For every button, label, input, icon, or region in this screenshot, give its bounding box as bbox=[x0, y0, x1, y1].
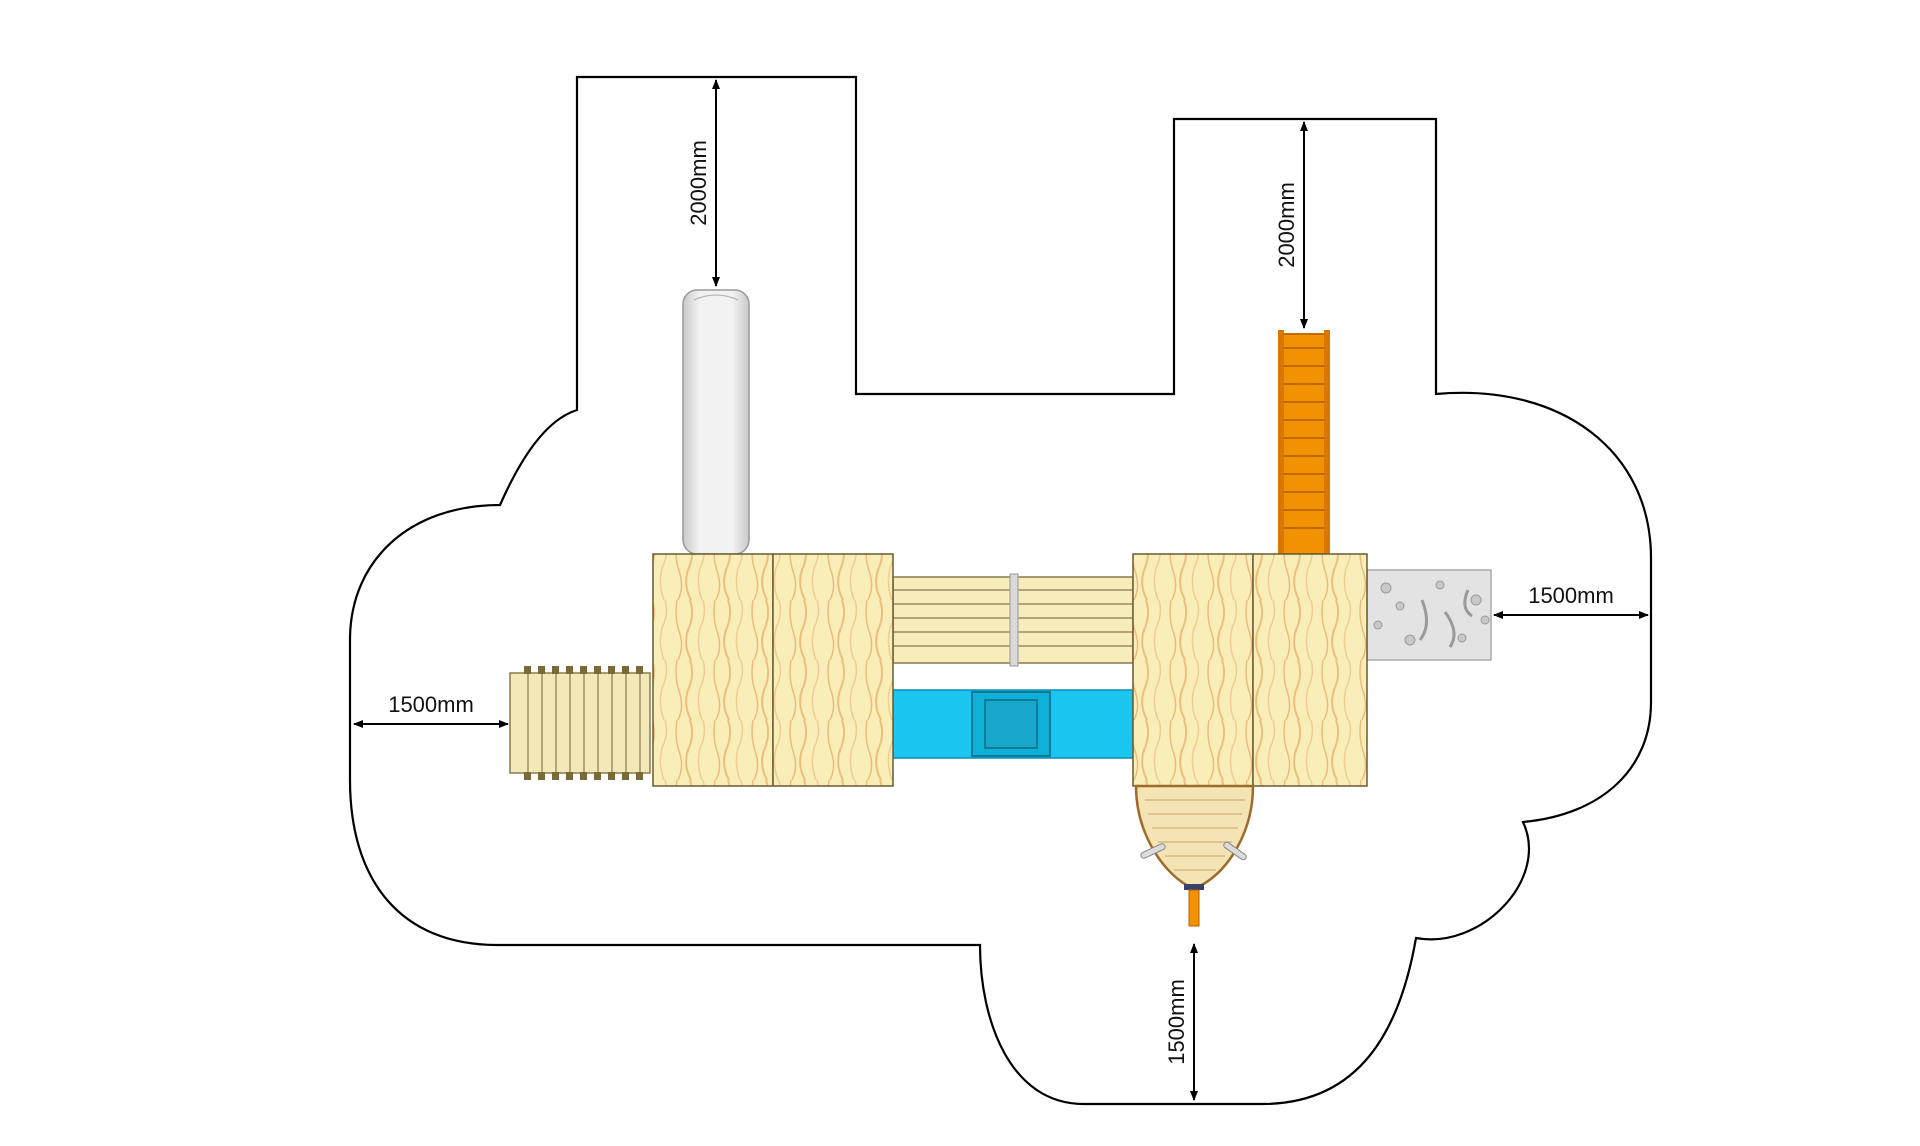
climbing-wall bbox=[1366, 569, 1492, 661]
left-tower bbox=[652, 553, 894, 787]
crawl-tunnel bbox=[892, 689, 1134, 759]
dimension-bottom-clearance: 1500mm bbox=[1164, 943, 1198, 1101]
right-tower bbox=[1132, 553, 1368, 787]
slide-clearance-label: 2000mm bbox=[686, 140, 711, 226]
dimension-left-clearance: 1500mm bbox=[353, 692, 509, 728]
dimension-slide-clearance: 2000mm bbox=[686, 79, 720, 287]
bottom-clearance-label: 1500mm bbox=[1164, 979, 1189, 1065]
dimension-right-clearance: 1500mm bbox=[1493, 583, 1649, 619]
left-clearance-label: 1500mm bbox=[388, 692, 474, 717]
plank-bridge bbox=[892, 573, 1134, 667]
right-clearance-label: 1500mm bbox=[1528, 583, 1614, 608]
orange-ladder bbox=[1278, 330, 1330, 555]
safety-zone-outline bbox=[348, 75, 1653, 1106]
ladder-clearance-label: 2000mm bbox=[1274, 182, 1299, 268]
wooden-ramp bbox=[509, 666, 651, 780]
tube-slide bbox=[682, 289, 750, 555]
dimension-ladder-clearance: 2000mm bbox=[1274, 121, 1308, 329]
boat-bow bbox=[1134, 784, 1255, 927]
